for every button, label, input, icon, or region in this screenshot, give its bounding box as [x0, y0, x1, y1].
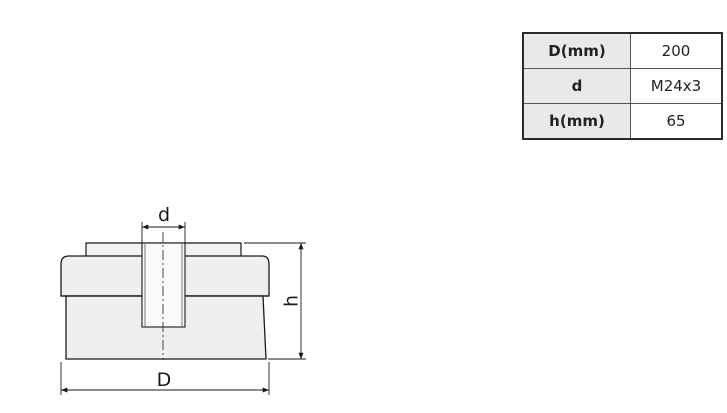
- spec-key-height: h(mm): [522, 103, 631, 140]
- dimension-h-label: h: [281, 295, 303, 307]
- spec-value-outer-diameter: 200: [630, 32, 723, 69]
- spec-table: D(mm) 200 d M24x3 h(mm) 65: [522, 32, 723, 140]
- threaded-bore: [141, 232, 186, 360]
- spec-key-thread: d: [522, 68, 631, 104]
- dimension-outer-d: D: [60, 362, 270, 395]
- dimension-d-label: d: [158, 204, 170, 226]
- spec-row-height: h(mm) 65: [522, 103, 723, 140]
- spec-value-height: 65: [630, 103, 723, 140]
- dimension-outer-d-label: D: [157, 369, 172, 391]
- dimension-d: d: [141, 204, 186, 243]
- spec-value-thread: M24x3: [630, 68, 723, 104]
- dimension-h: h: [244, 242, 306, 360]
- spec-row-thread: d M24x3: [522, 68, 723, 104]
